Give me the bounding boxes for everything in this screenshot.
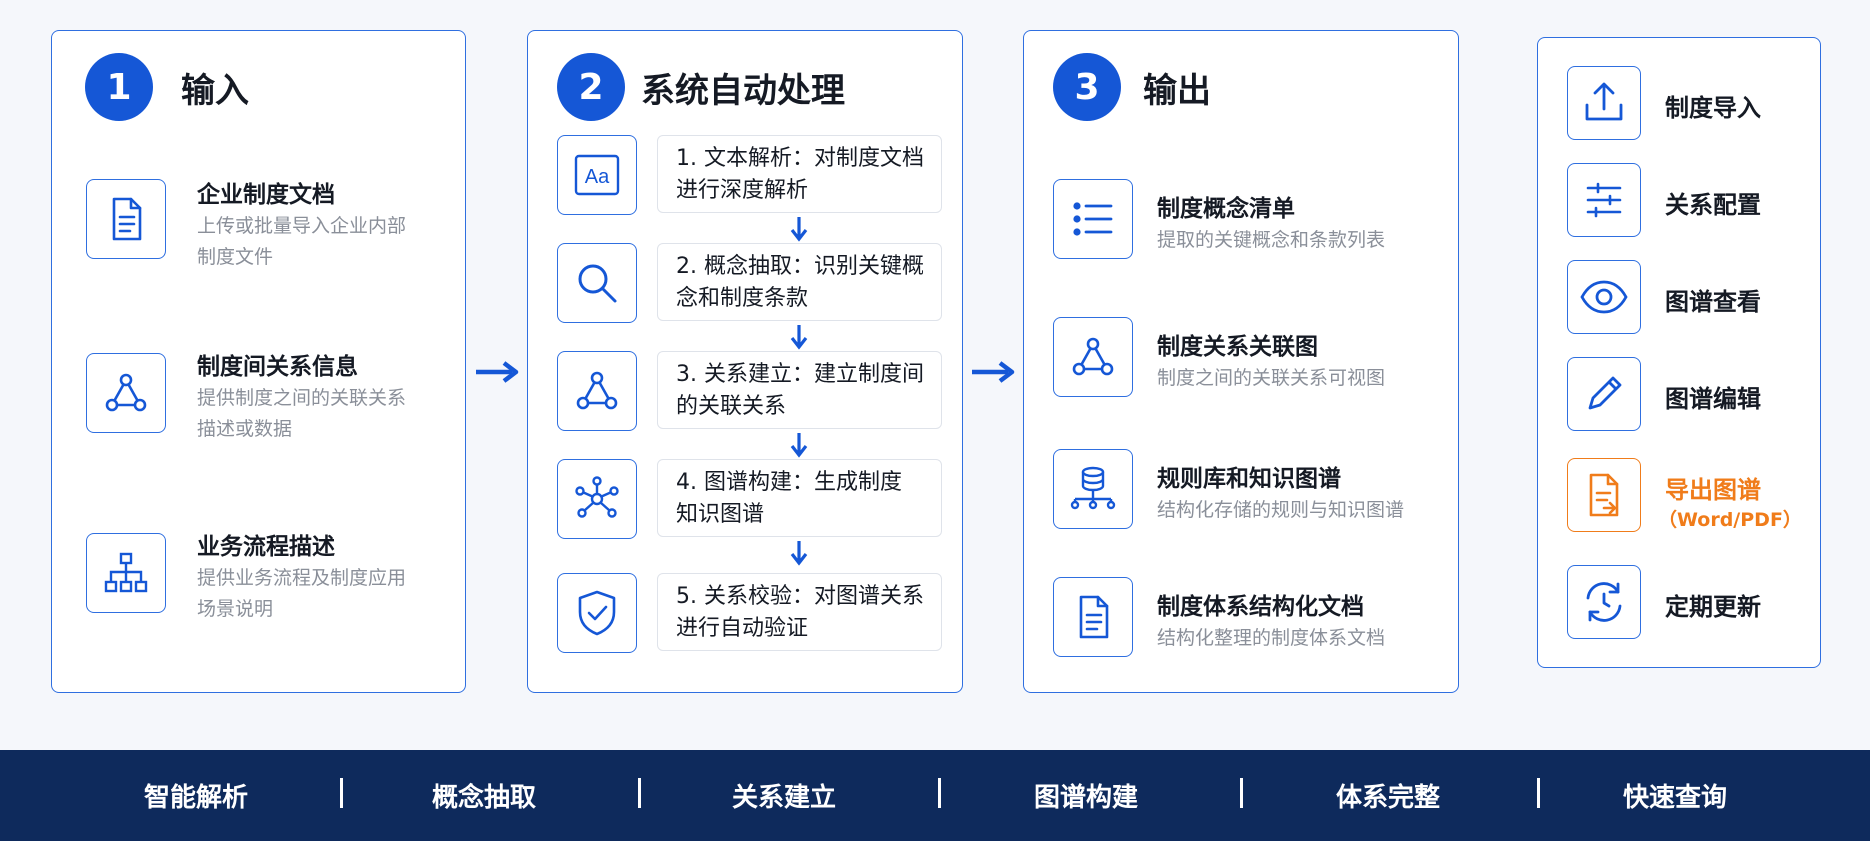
input-item-desc: 上传或批量导入企业内部 制度文件 xyxy=(197,211,406,273)
refresh-clock-icon[interactable] xyxy=(1567,565,1641,639)
output-item-desc: 结构化整理的制度体系文档 xyxy=(1157,627,1386,649)
tool-label[interactable]: 图谱编辑 xyxy=(1665,385,1761,413)
output-item-desc: 提取的关键概念和条款列表 xyxy=(1157,229,1386,251)
process-step-text: 4. 图谱构建：生成制度 xyxy=(676,470,902,495)
eye-icon[interactable] xyxy=(1567,260,1641,334)
graph-hub-icon xyxy=(557,459,637,539)
output-item-desc: 制度之间的关联关系可视图 xyxy=(1157,367,1386,389)
input-panel: 1 输入 企业制度文档 上传或批量导入企业内部 制度文件 制度间关系信息 提供制… xyxy=(51,30,466,693)
process-header: 2 系统自动处理 xyxy=(557,53,845,121)
output-item-title: 规则库和知识图谱 xyxy=(1157,466,1341,492)
step-number-badge: 1 xyxy=(85,53,153,121)
shield-check-icon xyxy=(557,573,637,653)
tool-label[interactable]: 图谱查看 xyxy=(1665,288,1761,316)
separator xyxy=(638,778,641,808)
separator xyxy=(1240,778,1243,808)
process-step-text: 进行自动验证 xyxy=(676,616,809,641)
process-panel: 2 系统自动处理 Aa 1. 文本解析：对制度文档 进行深度解析 2. 概念抽取… xyxy=(527,30,963,693)
tool-label[interactable]: 制度导入 xyxy=(1665,94,1761,122)
keyword: 快速查询 xyxy=(1623,783,1728,813)
step-number-badge: 3 xyxy=(1053,53,1121,121)
process-step-box: 4. 图谱构建：生成制度 知识图谱 xyxy=(657,459,942,537)
process-step-text: 进行深度解析 xyxy=(676,178,809,203)
input-item-title: 企业制度文档 xyxy=(197,182,335,208)
keyword: 关系建立 xyxy=(732,783,837,813)
flow-arrow-icon xyxy=(972,361,1015,383)
down-arrow-icon xyxy=(790,325,808,350)
process-step-text: 念和制度条款 xyxy=(676,286,809,311)
network-icon xyxy=(1053,317,1133,397)
input-header: 1 输入 xyxy=(85,53,249,121)
tool-label-highlight[interactable]: 导出图谱 xyxy=(1665,476,1761,504)
input-item-desc-line: 上传或批量导入企业内部 xyxy=(197,215,407,237)
output-header: 3 输出 xyxy=(1053,53,1211,121)
input-item-desc-line: 场景说明 xyxy=(197,598,274,620)
down-arrow-icon xyxy=(790,541,808,566)
sliders-icon[interactable] xyxy=(1567,163,1641,237)
process-step-box: 3. 关系建立：建立制度间 的关联关系 xyxy=(657,351,942,429)
tools-panel: 制度导入 关系配置 图谱查看 图谱编辑 导出图谱 （Word/PDF） xyxy=(1537,37,1821,668)
keyword-bar: 智能解析 概念抽取 关系建立 图谱构建 体系完整 快速查询 xyxy=(0,750,1870,841)
document-icon xyxy=(86,179,166,259)
process-step-text: 1. 文本解析：对制度文档 xyxy=(676,146,924,171)
step-number-badge: 2 xyxy=(557,53,625,121)
export-doc-icon[interactable] xyxy=(1567,458,1641,532)
down-arrow-icon xyxy=(790,217,808,242)
text-aa-icon: Aa xyxy=(557,135,637,215)
output-panel: 3 输出 制度概念清单 提取的关键概念和条款列表 制度关系关联图 制度之间的关联… xyxy=(1023,30,1459,693)
input-item-desc: 提供制度之间的关联关系 描述或数据 xyxy=(197,383,406,445)
process-step-box: 1. 文本解析：对制度文档 进行深度解析 xyxy=(657,135,942,213)
tool-label[interactable]: 关系配置 xyxy=(1665,191,1761,219)
search-icon xyxy=(557,243,637,323)
database-icon xyxy=(1053,449,1133,529)
process-step-text: 知识图谱 xyxy=(676,502,765,527)
output-item-desc: 结构化存储的规则与知识图谱 xyxy=(1157,499,1405,521)
input-item-desc-line: 提供业务流程及制度应用 xyxy=(197,567,407,589)
input-item-desc-line: 制度文件 xyxy=(197,246,274,268)
network-icon xyxy=(557,351,637,431)
process-step-text: 2. 概念抽取：识别关键概 xyxy=(676,254,924,279)
network-icon xyxy=(86,353,166,433)
input-item-title: 制度间关系信息 xyxy=(197,354,358,380)
input-item-desc: 提供业务流程及制度应用 场景说明 xyxy=(197,563,406,625)
tool-label[interactable]: 定期更新 xyxy=(1665,593,1761,621)
svg-text:Aa: Aa xyxy=(585,166,610,188)
separator xyxy=(1537,778,1540,808)
process-step-text: 3. 关系建立：建立制度间 xyxy=(676,362,924,387)
tool-sublabel: （Word/PDF） xyxy=(1658,509,1802,531)
separator xyxy=(938,778,941,808)
keyword: 图谱构建 xyxy=(1034,783,1139,813)
org-chart-icon xyxy=(86,533,166,613)
input-item-title: 业务流程描述 xyxy=(197,534,335,560)
process-step-text: 的关联关系 xyxy=(676,394,787,419)
document-icon xyxy=(1053,577,1133,657)
input-item-desc-line: 描述或数据 xyxy=(197,418,293,440)
output-item-title: 制度概念清单 xyxy=(1157,196,1295,222)
flow-arrow-icon xyxy=(476,361,519,383)
input-item-desc-line: 提供制度之间的关联关系 xyxy=(197,387,407,409)
keyword: 体系完整 xyxy=(1336,783,1441,813)
process-step-box: 5. 关系校验：对图谱关系 进行自动验证 xyxy=(657,573,942,651)
output-item-title: 制度体系结构化文档 xyxy=(1157,594,1364,620)
keyword: 智能解析 xyxy=(144,783,249,813)
process-step-text: 5. 关系校验：对图谱关系 xyxy=(676,584,924,609)
keyword: 概念抽取 xyxy=(432,783,537,813)
pencil-icon[interactable] xyxy=(1567,357,1641,431)
input-title: 输入 xyxy=(181,70,249,111)
list-icon xyxy=(1053,179,1133,259)
output-title: 输出 xyxy=(1143,70,1211,111)
process-step-box: 2. 概念抽取：识别关键概 念和制度条款 xyxy=(657,243,942,321)
down-arrow-icon xyxy=(790,433,808,458)
upload-icon[interactable] xyxy=(1567,66,1641,140)
separator xyxy=(340,778,343,808)
output-item-title: 制度关系关联图 xyxy=(1157,334,1318,360)
process-title: 系统自动处理 xyxy=(641,70,845,111)
